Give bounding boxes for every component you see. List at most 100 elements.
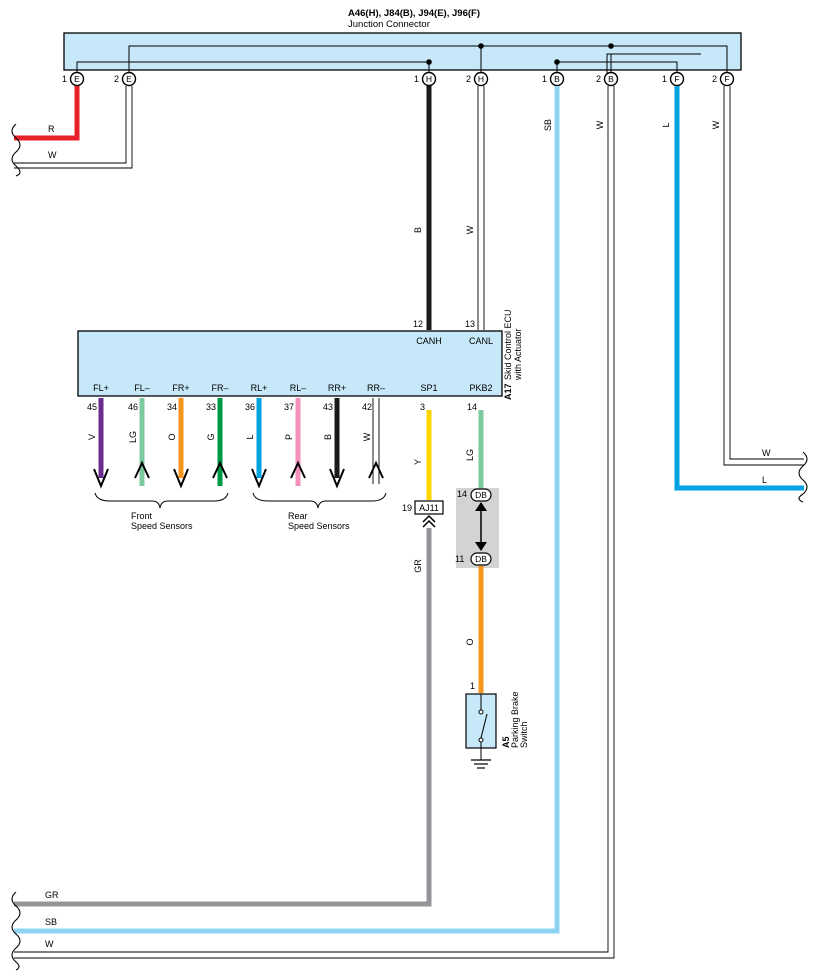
wire-label-lg: LG [465, 449, 475, 461]
sensor-wire-label: B [323, 434, 333, 440]
ecu-pin-label: PKB2 [469, 383, 492, 393]
ecu-pin-label: RR+ [328, 383, 346, 393]
front-sensors-label-line1: Front [131, 511, 153, 521]
wire-label-l-right: L [762, 475, 767, 485]
ecu-pin-num: 45 [87, 402, 97, 412]
junction-pin-2-f: 2 F [712, 71, 735, 87]
svg-text:F: F [724, 74, 729, 84]
svg-text:1: 1 [414, 74, 419, 84]
wire-label-w-b2: W [595, 120, 605, 129]
wire-label-canl: W [465, 225, 475, 234]
switch-title: A5 Parking Brake Switch [501, 691, 529, 748]
rear-sensors-brace [252, 492, 387, 509]
svg-text:2: 2 [596, 74, 601, 84]
ecu-pin-canh-label: CANH [416, 336, 442, 346]
junction-pin-2-e: 2 E [114, 71, 137, 87]
ecu-pin-num: 36 [245, 402, 255, 412]
aj11-code: AJ11 [419, 503, 439, 513]
sensor-wire-label: O [167, 433, 177, 440]
svg-text:2: 2 [114, 74, 119, 84]
junction-pin-1-e: 1 E [62, 71, 85, 87]
ecu-box [77, 330, 503, 397]
ecu-pin-fl-plus: FL+45V [87, 383, 109, 489]
ecu-pin-label: FR– [211, 383, 228, 393]
sensor-wire-label: V [87, 434, 97, 440]
wire-label-sb-bottom: SB [45, 917, 57, 927]
ecu-pin-rr-plus: RR+ 43B [323, 383, 346, 489]
wire-sb [14, 86, 560, 934]
wire-w-left-inner [14, 86, 133, 169]
arrow-down-icon [329, 468, 345, 489]
ecu-pin-label: FL– [134, 383, 150, 393]
ecu-pin-num: 34 [167, 402, 177, 412]
ecu-bottom-pins: FL+45VFL–46LGFR+34OFR–33GRL+36LRL–37PRR+… [87, 383, 493, 489]
db-top-code: DB [475, 490, 487, 500]
db-top-pin [470, 488, 492, 502]
ecu-pin-num: 43 [323, 402, 333, 412]
junction-pin-1-b: 1 B [542, 71, 565, 87]
svg-text:Parking Brake: Parking Brake [510, 691, 520, 748]
db-arrow-down-icon [475, 542, 487, 551]
ground-icon [471, 759, 491, 769]
junction-pin-1-f: 1 F [662, 71, 685, 87]
arrow-up-icon [368, 460, 384, 479]
wire-label-canh: B [413, 227, 423, 233]
wire-w-left-outer [14, 86, 127, 164]
junction-internal-bus [76, 45, 728, 74]
ecu-pin-num: 14 [467, 402, 477, 412]
ecu-pin-label: RL– [290, 383, 307, 393]
wire-w-bottom-outer [14, 86, 609, 953]
arrow-up-icon [212, 460, 228, 479]
db-arrow-up-icon [475, 502, 487, 511]
rear-sensors-label-line2: Speed Sensors [288, 521, 350, 531]
svg-text:Skid Control ECU: Skid Control ECU [503, 309, 513, 380]
ecu-pin-label: RR– [367, 383, 385, 393]
svg-text:Switch: Switch [519, 721, 529, 748]
wire-label-w-f2: W [711, 120, 721, 129]
wire-label-sb-top: SB [543, 119, 553, 131]
wire-r-left [14, 86, 80, 141]
ecu-pin-num: 46 [128, 402, 138, 412]
rear-sensors-label-line1: Rear [288, 511, 308, 521]
wire-label-gr-vertical: GR [413, 559, 423, 573]
aj11-pin-num: 19 [402, 503, 412, 513]
junction-pin-1-h: 1 H [414, 71, 437, 87]
svg-text:1: 1 [542, 74, 547, 84]
svg-text:E: E [126, 74, 132, 84]
db-bottom-pin [470, 552, 492, 566]
ecu-pin-label: FR+ [172, 383, 189, 393]
arrow-up-icon [290, 460, 306, 479]
svg-text:with Actuator: with Actuator [513, 328, 523, 381]
wire-label-l-f1: L [661, 122, 671, 127]
sensor-wire-label: G [206, 433, 216, 440]
wire-label-y: Y [413, 459, 423, 465]
ecu-pin-rl-minus: RL–37P [284, 383, 306, 486]
wire-w-bottom-inner [14, 86, 615, 959]
junction-subtitle: Junction Connector [348, 19, 430, 30]
switch-contact-icon [478, 694, 488, 760]
db-bottom-pin-num: 11 [455, 554, 464, 564]
junction-pin-2-b: 2 B [596, 71, 619, 87]
ecu-title: A17 Skid Control ECU with Actuator [503, 309, 523, 400]
ecu-pin-rr-minus: RR–42W [362, 383, 385, 484]
sensor-wire-label: LG [128, 431, 138, 443]
ecu-pin-canh-num: 12 [413, 319, 423, 329]
svg-text:H: H [478, 74, 484, 84]
junction-title: A46(H), J84(B), J94(E), J96(F) [348, 8, 480, 19]
ecu-pin-num: 3 [420, 402, 425, 412]
ecu-pin-num: 42 [362, 402, 372, 412]
wire-label-o: O [465, 638, 475, 645]
wire-gr [14, 528, 432, 907]
ecu-pin-canl-num: 13 [465, 319, 475, 329]
aj11-chevron-bottom-icon [422, 519, 436, 528]
ecu-pin-fr-minus: FR– 33G [206, 383, 229, 486]
db-bottom-code: DB [475, 554, 487, 564]
bottom-break-mark [11, 891, 21, 971]
ecu-pin-num: 33 [206, 402, 216, 412]
junction-connector-box [63, 32, 742, 71]
sensor-wire-label: L [245, 434, 255, 439]
svg-text:A17: A17 [503, 383, 513, 400]
arrow-down-icon [251, 468, 267, 489]
